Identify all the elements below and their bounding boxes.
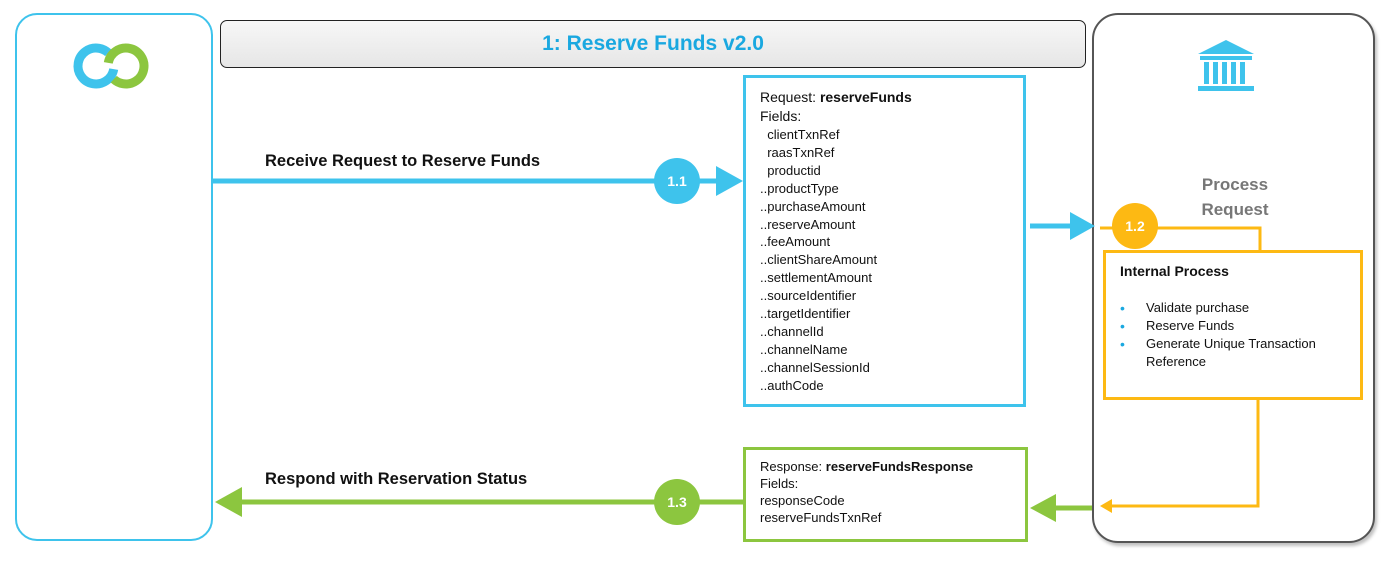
internal-to-response-arrowhead: [1100, 499, 1112, 513]
request-field: ..purchaseAmount: [760, 198, 866, 214]
process-label-line1: Process: [1201, 175, 1269, 194]
response-fields-label: Fields:: [760, 476, 799, 491]
request-field: ..channelSessionId: [760, 359, 870, 375]
response-flow-label: Respond with Reservation Status: [265, 470, 528, 488]
response-header: Response: reserveFundsResponse: [760, 458, 1011, 475]
diagram-title: 1: Reserve Funds v2.0: [542, 32, 764, 55]
internal-process-item: • Generate Unique Transaction Reference: [1120, 335, 1346, 371]
internal-process-item-text: Validate purchase: [1146, 300, 1250, 315]
internal-process-item: • Reserve Funds: [1120, 317, 1346, 335]
diagram-title-box: 1: Reserve Funds v2.0: [220, 20, 1086, 68]
response-arrowhead: [215, 487, 242, 517]
step-1-3-label: 1.3: [667, 494, 687, 510]
process-label-line2: Request: [1201, 200, 1269, 219]
request-fields-label: Fields:: [760, 108, 802, 124]
request-field: ..feeAmount: [760, 234, 831, 250]
step-1-1-label: 1.1: [667, 173, 687, 189]
request-prefix: Request:: [760, 89, 820, 105]
request-arrowhead: [716, 166, 743, 196]
internal-process-item: • Validate purchase: [1120, 299, 1346, 317]
internal-process-title: Internal Process: [1120, 263, 1229, 279]
request-field: ..sourceIdentifier: [760, 288, 857, 304]
response-name: reserveFundsResponse: [825, 459, 974, 474]
request-field: ..targetIdentifier: [760, 306, 851, 322]
process-request-label: Process Request: [1160, 172, 1310, 222]
response-field: reserveFundsTxnRef: [760, 510, 882, 525]
response-field: responseCode: [760, 493, 845, 508]
request-field: ..productType: [760, 180, 839, 196]
request-box: Request: reserveFunds Fields: clientTxnR…: [743, 75, 1026, 407]
request-field: ..clientShareAmount: [760, 252, 878, 268]
bullet-icon: •: [1120, 318, 1125, 334]
request-fields-list: clientTxnRef raasTxnRef productid ..produ…: [760, 126, 1009, 395]
request-field: ..channelName: [760, 341, 848, 357]
response-prefix: Response:: [760, 459, 826, 474]
internal-process-box: Internal Process • Validate purchase • R…: [1103, 250, 1363, 400]
request-field: ..channelId: [760, 323, 824, 339]
request-field: ..settlementAmount: [760, 270, 872, 286]
response-box: Response: reserveFundsResponse Fields: r…: [743, 447, 1028, 542]
internal-process-item-text: Generate Unique Transaction Reference: [1146, 336, 1316, 369]
client-lane: [15, 13, 213, 541]
bullet-icon: •: [1120, 300, 1125, 316]
internal-to-response-line: [1110, 400, 1260, 508]
step-1-2-label: 1.2: [1125, 218, 1145, 234]
link-logo-icon: [73, 43, 149, 89]
request-field: ..reserveAmount: [760, 216, 856, 232]
bank-icon: [1198, 40, 1254, 91]
step-1-3-badge: 1.3: [654, 479, 700, 525]
request-field: clientTxnRef: [760, 127, 840, 142]
request-field: ..authCode: [760, 377, 824, 393]
request-field: raasTxnRef: [760, 144, 835, 160]
internal-process-item-text: Reserve Funds: [1146, 318, 1235, 333]
request-field: productid: [760, 162, 821, 178]
request-name: reserveFunds: [819, 89, 912, 105]
request-to-bank-arrowhead: [1070, 212, 1095, 240]
bank-to-response-arrowhead: [1030, 494, 1056, 522]
request-header: Request: reserveFunds: [760, 88, 1009, 107]
step-1-1-badge: 1.1: [654, 158, 700, 204]
step-1-2-badge: 1.2: [1112, 203, 1158, 249]
request-flow-label: Receive Request to Reserve Funds: [265, 152, 541, 170]
bullet-icon: •: [1120, 336, 1125, 352]
